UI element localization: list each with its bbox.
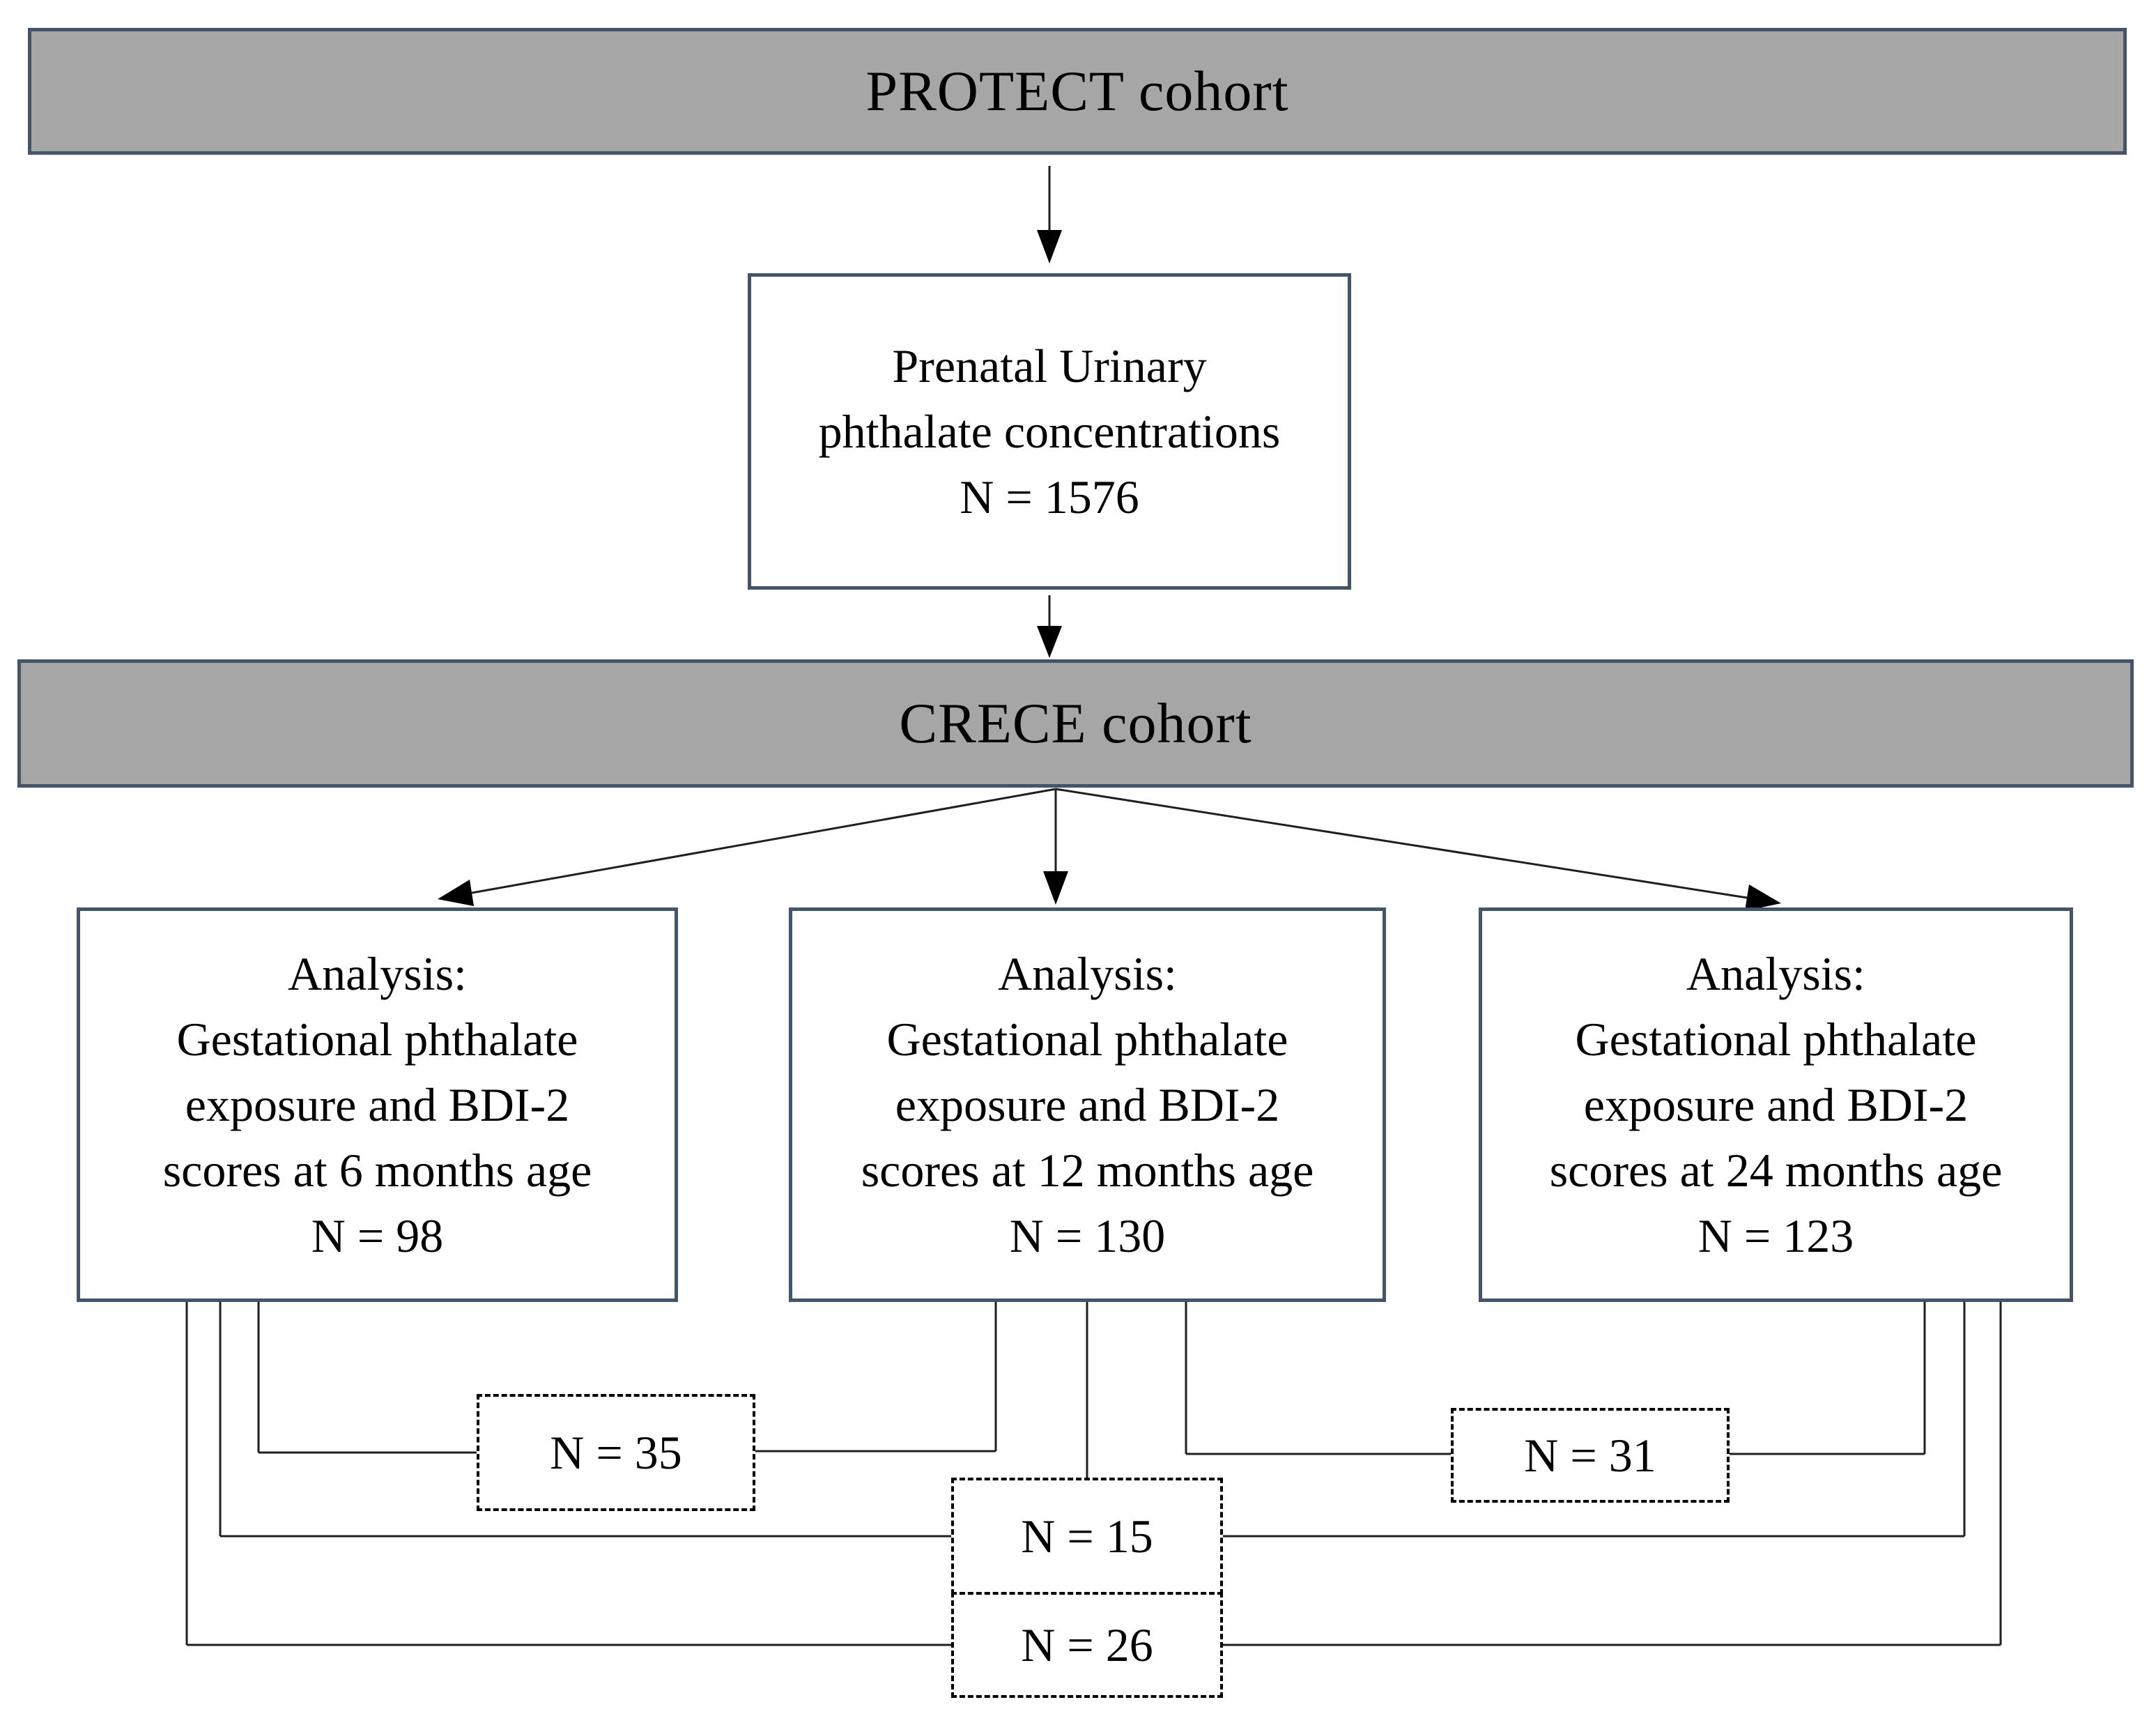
analysis-box-24-months: Analysis: Gestational phthalate exposure… xyxy=(1479,907,2073,1302)
crece-cohort-bar: CRECE cohort xyxy=(17,659,2134,788)
fan-right-arrow-shaft xyxy=(1055,788,1748,899)
analysis-6m-line-3: exposure and BDI-2 xyxy=(185,1078,570,1131)
fan-left-arrow-shaft xyxy=(471,788,1056,894)
prenatal-box-line-2: phthalate concentrations xyxy=(818,405,1281,458)
overlap-n26-label: N = 26 xyxy=(1021,1618,1153,1671)
analysis-6m-sample-size: N = 98 xyxy=(311,1209,444,1262)
analysis-box-6-months: Analysis: Gestational phthalate exposure… xyxy=(77,907,678,1302)
analysis-6m-line-2: Gestational phthalate xyxy=(176,1013,578,1066)
prenatal-phthalate-box: Prenatal Urinary phthalate concentration… xyxy=(748,273,1351,590)
analysis-24m-sample-size: N = 123 xyxy=(1697,1209,1854,1262)
analysis-12m-line-1: Analysis: xyxy=(998,947,1177,1000)
fan-left-arrow-head xyxy=(438,880,474,906)
analysis-24m-line-1: Analysis: xyxy=(1686,947,1865,1000)
analysis-12m-sample-size: N = 130 xyxy=(1009,1209,1166,1262)
analysis-24m-line-2: Gestational phthalate xyxy=(1575,1013,1977,1066)
crece-cohort-label: CRECE cohort xyxy=(899,691,1252,755)
protect-cohort-bar: PROTECT cohort xyxy=(28,28,2127,155)
overlap-box-n31: N = 31 xyxy=(1451,1408,1730,1503)
fan-center-arrow-head xyxy=(1043,871,1068,905)
prenatal-box-sample-size: N = 1576 xyxy=(960,470,1139,523)
analysis-box-12-months: Analysis: Gestational phthalate exposure… xyxy=(789,907,1386,1302)
analysis-12m-line-2: Gestational phthalate xyxy=(886,1013,1288,1066)
overlap-box-n15: N = 15 xyxy=(951,1478,1223,1595)
overlap-n15-label: N = 15 xyxy=(1021,1509,1153,1563)
analysis-6m-line-1: Analysis: xyxy=(288,947,467,1000)
overlap-box-n35: N = 35 xyxy=(477,1394,755,1511)
analysis-6m-line-4: scores at 6 months age xyxy=(162,1144,592,1197)
analysis-24m-line-3: exposure and BDI-2 xyxy=(1583,1078,1969,1131)
overlap-n31-label: N = 31 xyxy=(1524,1428,1656,1482)
analysis-12m-line-4: scores at 12 months age xyxy=(861,1144,1314,1197)
overlap-n35-label: N = 35 xyxy=(550,1425,682,1479)
analysis-12m-line-3: exposure and BDI-2 xyxy=(895,1078,1280,1131)
arrow-protect-to-prenatal-head xyxy=(1037,230,1062,263)
prenatal-box-line-1: Prenatal Urinary xyxy=(892,339,1207,392)
overlap-box-n26: N = 26 xyxy=(951,1592,1223,1698)
arrow-prenatal-to-crece-head xyxy=(1037,626,1062,658)
analysis-24m-line-4: scores at 24 months age xyxy=(1549,1144,2003,1197)
protect-cohort-label: PROTECT cohort xyxy=(865,59,1289,123)
